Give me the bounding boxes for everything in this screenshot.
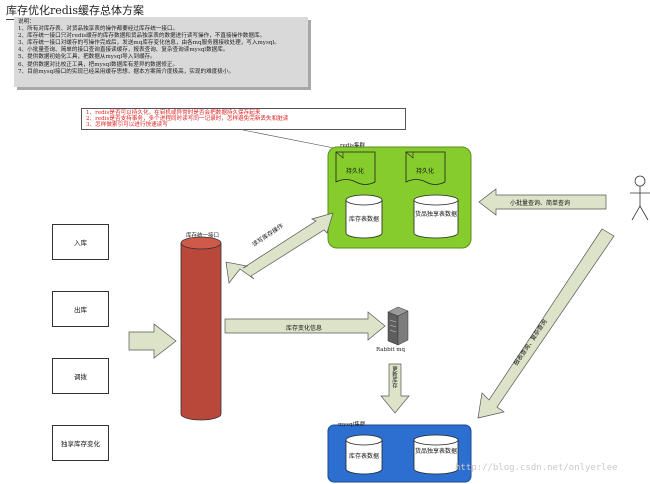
redis-db-label-2: 货品独享表数据: [415, 211, 458, 218]
small-query-label: 小批量查询、简单查询: [510, 200, 571, 207]
redis-cluster-label: redis集群: [340, 143, 365, 149]
notes-line: 5、提供数据初始化工具，把数据从mysql导入到缓存。: [18, 54, 156, 61]
exclusive-stock-label: 独享库存变化: [61, 440, 100, 448]
stock-change-arrow: [224, 311, 386, 341]
redis-db-cylinder-1: [345, 194, 383, 239]
issue-line: 1、redis是否可以持久化，在宕机或异常时是否会把数据持久保存起来: [86, 110, 261, 116]
unified-api-cylinder: [180, 236, 222, 421]
notes-line: 1、所有对库存表、对货品独享表的操作都要经过库存统一接口。: [18, 26, 179, 33]
issue-line: 2、redis是否支持事务，多个进程同时读写同一记录时，怎样避免完新丢失和脏读: [86, 116, 289, 123]
server-icon: [387, 306, 409, 346]
redis-db-label-1: 库存表数据: [349, 216, 380, 223]
update-stock-label: 更新库存: [391, 366, 397, 388]
notes-panel: 说明： 1、所有对库存表、对货品独享表的操作都要经过库存统一接口。 2、库存统一…: [14, 17, 308, 87]
small-query-arrow: [478, 188, 607, 216]
rabbit-mq-label: Rabbit mq: [376, 347, 406, 353]
persist-label-1: 持久化: [346, 168, 365, 175]
issue-line: 3、怎样做索引可以进行快速读写: [86, 122, 168, 129]
outbound-label: 出库: [74, 306, 87, 314]
inbound-box: 入库: [52, 224, 109, 260]
user-actor-icon: [630, 175, 650, 221]
report-query-arrow: [477, 228, 615, 419]
persist-label-2: 持久化: [416, 168, 435, 175]
update-stock-arrow: [380, 363, 410, 414]
notes-line: 4、小批量查询、简单的接口查询直接读缓存，报表查询、复杂查询读mysql数据库。: [18, 47, 229, 54]
issues-leader-line: [242, 129, 345, 151]
notes-line: 7、目前mysql接口的实现已经采用缓存思想，据本方案简介度极高，实现的难度极小…: [18, 68, 235, 75]
mysql-db-label-1: 库存表数据: [349, 453, 380, 460]
redis-db-cylinder-2: [413, 194, 459, 239]
stock-change-label: 库存变化信息: [286, 325, 323, 332]
persist-doc-2: [405, 151, 446, 185]
mysql-cluster-label: mysql集群: [338, 422, 366, 428]
outbound-box: 出库: [52, 291, 109, 327]
persist-doc-1: [335, 151, 376, 185]
notes-line: 6、提供数据对比校正工具，把mysql数据库有差异的数据修正。: [18, 61, 179, 68]
transfer-box: 调拨: [52, 358, 109, 394]
mysql-db-cylinder-1: [345, 434, 383, 475]
read-write-arrow: [225, 212, 334, 284]
notes-line: 2、库存统一接口只对redis缓存的库存数据和货品独享表的数据进行读写操作，不直…: [18, 33, 266, 40]
input-arrow: [128, 323, 177, 359]
notes-line: 3、库存统一接口对缓存的写操作完成后，发送mq库存变化信息，由各mq服务器接收处…: [18, 40, 280, 47]
notes-heading: 说明：: [18, 19, 35, 25]
issues-box: 1、redis是否可以持久化，在宕机或异常时是否会把数据持久保存起来 2、red…: [81, 108, 406, 130]
mysql-db-label-2: 货品独享表数据: [415, 448, 458, 455]
exclusive-stock-box: 独享库存变化: [52, 425, 109, 461]
inbound-label: 入库: [74, 239, 87, 247]
unified-api-label: 库存统一接口: [186, 233, 220, 239]
watermark: http://blog.csdn.net/onlyerlee: [455, 463, 618, 473]
mysql-db-cylinder-2: [413, 434, 459, 475]
transfer-label: 调拨: [74, 373, 87, 381]
